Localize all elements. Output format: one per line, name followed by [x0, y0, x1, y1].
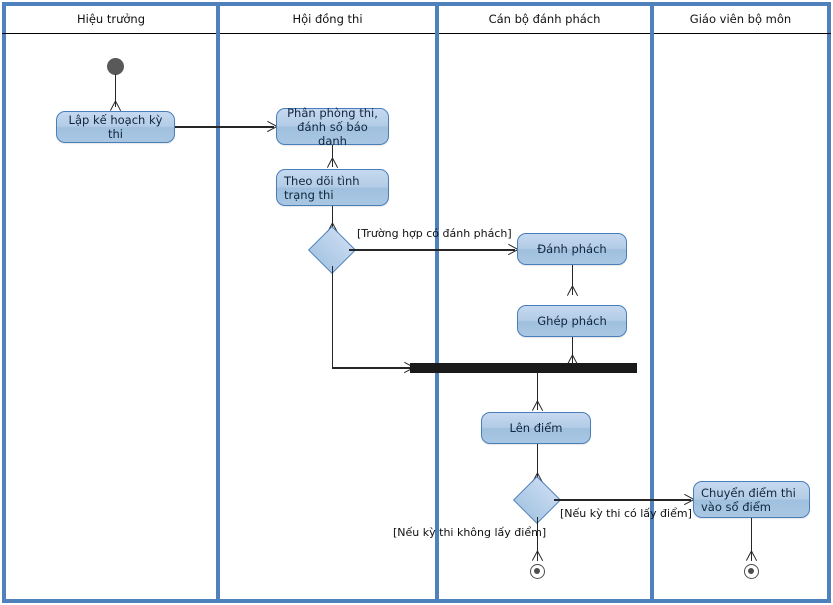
edge-ghep-phach-to-merge — [571, 337, 573, 363]
edge-lap-ke-hoach-to-phan-phong — [175, 126, 274, 128]
lane-divider-1 — [216, 2, 220, 603]
edge-danh-phach-to-ghep-phach — [571, 265, 573, 295]
lane-divider-3 — [650, 2, 654, 603]
lane-title-hoi-dong-thi: Hội đồng thi — [292, 12, 363, 26]
merge-join-bar — [410, 363, 637, 373]
edge-chuyen-diem-to-final — [750, 518, 752, 561]
lane-header-divider — [2, 33, 831, 34]
action-len-diem[interactable]: Lên điểm — [481, 412, 591, 444]
edge-len-diem-to-decision — [536, 444, 538, 483]
edge-decision-to-chuyen-diem — [554, 499, 691, 501]
action-chuyen-diem-thi-vao-so-diem[interactable]: Chuyển điểm thi vào sổ điểm — [693, 481, 810, 518]
edge-decision-to-final-can-bo — [536, 517, 538, 561]
arrowhead-to-danh-phach — [507, 244, 517, 255]
initial-node — [107, 58, 124, 75]
arrowhead-to-final-can-bo — [532, 551, 543, 561]
guard-label-neu-ky-thi-co-lay-diem: [Nếu kỳ thi có lấy điểm] — [560, 507, 692, 520]
edge-decision-to-danh-phach — [349, 249, 515, 251]
lane-title-can-bo-danh-phach: Cán bộ đánh phách — [488, 12, 601, 26]
edge-theo-doi-to-decision — [331, 206, 333, 232]
action-theo-doi-tinh-trang-thi[interactable]: Theo dõi tình trạng thi — [276, 169, 389, 206]
final-node-giao-vien — [744, 564, 759, 579]
action-ghep-phach[interactable]: Ghép phách — [517, 305, 627, 337]
guard-label-truong-hop-co-danh-phach: [Trường hợp có đánh phách] — [357, 227, 512, 240]
lane-divider-2 — [435, 2, 439, 603]
arrowhead-to-final-giao-vien — [746, 551, 757, 561]
action-danh-phach[interactable]: Đánh phách — [517, 233, 627, 265]
arrowhead-to-theo-doi — [327, 158, 338, 168]
guard-label-neu-ky-thi-khong-lay-diem: [Nếu kỳ thi không lấy điểm] — [393, 526, 547, 539]
edge-decision-to-merge-horizontal — [331, 367, 412, 369]
action-lap-ke-hoach-ky-thi[interactable]: Lập kế hoạch kỳ thi — [56, 111, 175, 143]
edge-decision-to-merge-vertical — [331, 266, 333, 368]
arrowhead-to-ghep-phach — [567, 286, 578, 296]
final-node-can-bo — [530, 564, 545, 579]
edge-initial-to-lap-ke-hoach — [114, 74, 116, 107]
arrowhead-to-lap-ke-hoach — [110, 101, 121, 111]
lane-title-giao-vien-bo-mon: Giáo viên bộ môn — [689, 12, 792, 26]
arrowhead-to-phan-phong-thi — [266, 121, 276, 132]
edge-phan-phong-to-theo-doi — [331, 145, 333, 167]
lane-title-hieu-truong: Hiệu trưởng — [76, 12, 145, 26]
action-phan-phong-thi-danh-so-bao-danh[interactable]: Phân phòng thi, đánh số báo danh — [276, 106, 389, 148]
arrowhead-to-chuyen-diem — [683, 494, 693, 505]
edge-merge-to-len-diem — [536, 373, 538, 410]
arrowhead-to-len-diem — [532, 401, 543, 411]
